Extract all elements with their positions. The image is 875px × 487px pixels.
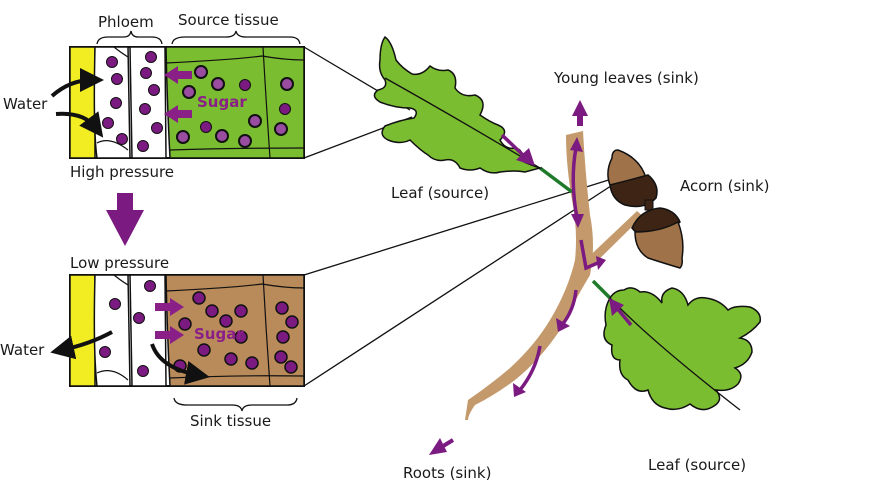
sink-sugar-molecules <box>173 291 299 374</box>
stem <box>465 131 643 420</box>
water-arrows-in <box>50 68 104 138</box>
water-out-label: Water <box>0 341 45 359</box>
xylem-strip <box>69 274 96 387</box>
upper-leaf <box>373 35 543 174</box>
source-sugar-label: Sugar <box>197 93 247 111</box>
main-stem <box>465 131 593 420</box>
phloem-sugar-molecules <box>99 280 156 377</box>
pressure-flow-arrow <box>106 193 144 246</box>
upper-petiole <box>538 166 574 194</box>
source-panel <box>50 30 305 159</box>
stem-sugar-arrows <box>429 100 606 455</box>
acorns <box>607 149 684 269</box>
phloem-label: Phloem <box>98 13 154 31</box>
sugar-arrows-out-of-phloem <box>155 298 184 344</box>
high-pressure-label: High pressure <box>70 163 175 181</box>
water-arrows-out <box>50 330 210 385</box>
source-sugar-molecules <box>176 65 294 148</box>
upper-leaf-label: Leaf (source) <box>391 184 490 202</box>
source-tissue-label: Source tissue <box>178 11 279 29</box>
phloem-sugar-molecules <box>102 51 163 152</box>
young-leaves-label: Young leaves (sink) <box>554 69 699 87</box>
lower-leaf <box>603 287 762 411</box>
acorn-cap <box>609 174 658 208</box>
acorn-nut <box>634 220 684 269</box>
phloem-brace <box>96 30 163 45</box>
sugar-arrows-into-phloem <box>164 66 192 123</box>
lower-petiole <box>591 279 612 300</box>
water-in-label: Water <box>3 95 48 113</box>
sink-tissue-brace <box>173 397 298 412</box>
leaf-midrib <box>609 297 741 411</box>
phloem-cell <box>129 274 167 387</box>
acorn-branch <box>580 211 643 272</box>
roots-label: Roots (sink) <box>403 464 492 482</box>
sink-sugar-label: Sugar <box>194 325 244 343</box>
sugar-arrow-leaf-to-stem <box>500 133 526 158</box>
sink-panel <box>50 274 305 412</box>
lower-leaf-label: Leaf (source) <box>648 456 747 474</box>
sink-tissue-label: Sink tissue <box>190 412 272 430</box>
source-tissue-brace <box>171 30 301 45</box>
phloem-cell <box>129 46 167 159</box>
low-pressure-label: Low pressure <box>70 254 170 272</box>
acorn-label: Acorn (sink) <box>680 177 770 195</box>
phloem-cell <box>93 274 131 387</box>
xylem-strip <box>69 46 96 159</box>
acorn-stalk <box>644 199 654 211</box>
